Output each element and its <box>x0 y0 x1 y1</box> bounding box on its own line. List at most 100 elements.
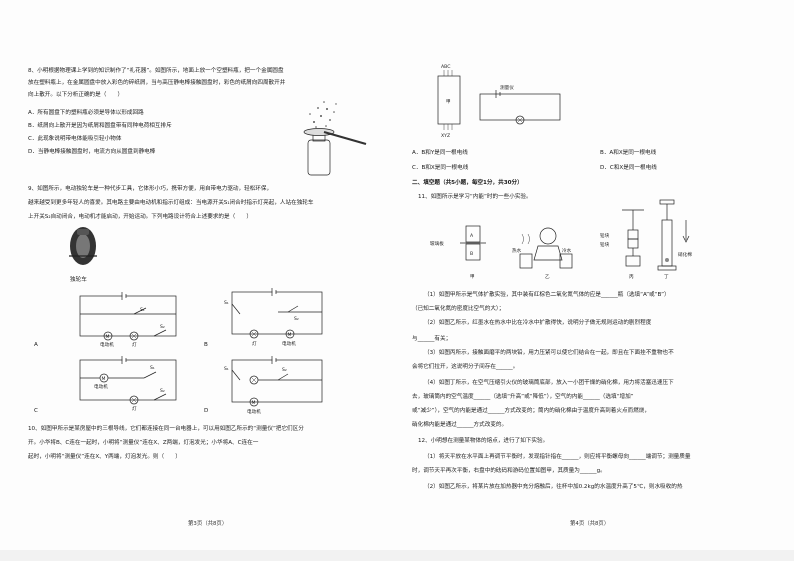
svg-text:丁: 丁 <box>664 274 669 280</box>
right-page-footer: 第4页（共8页） <box>570 521 610 527</box>
section-2-heading: 二、填空题（共5小题，每空1分，共30分） <box>412 180 523 186</box>
svg-text:XYZ: XYZ <box>441 133 450 139</box>
q8-option-b: B．纸屑向上散开是因为纸屑和圆盘带有同种电荷相互排斥 <box>28 123 172 129</box>
svg-text:测量仪: 测量仪 <box>500 84 514 91</box>
svg-text:电动机: 电动机 <box>282 340 296 347</box>
q11-part2-line2: 与______有关； <box>412 336 452 342</box>
svg-text:B: B <box>470 251 473 257</box>
svg-text:灯: 灯 <box>252 340 257 347</box>
q10-option-c: C．B和X是同一根电线 <box>412 165 469 171</box>
svg-text:乙: 乙 <box>545 273 550 280</box>
svg-text:电动机: 电动机 <box>247 408 261 415</box>
motor-symbol <box>285 329 295 339</box>
svg-text:M: M <box>102 376 106 382</box>
svg-text:S₂: S₂ <box>160 388 165 394</box>
left-page-footer: 第3页（共8页） <box>188 521 228 527</box>
q12-part1-line2: 时，调节天平再次平衡，右盘中的砝码和游码位置如图甲，其质量为______g。 <box>412 468 606 474</box>
svg-text:灯: 灯 <box>132 341 137 348</box>
tester-lamp <box>515 115 525 125</box>
switch-s1 <box>231 369 241 381</box>
q9-stem-line3: 上开关S₂自动闭合，电动机才能启动，开始运动。下列电路设计符合上述要求的是（ ） <box>28 214 252 220</box>
left-page: 8、小明根据物理课上学到的知识制作了“礼花器”。如图所示，地面上放一个空塑料瓶，… <box>28 0 393 540</box>
switch-s2 <box>153 393 167 401</box>
motor-symbol <box>249 397 259 407</box>
right-page: ABC 甲 XYZ 测量仪 A．B和Y是同一根电线 B．A和X是同一根电线 C．… <box>410 0 780 540</box>
svg-text:S₂: S₂ <box>294 316 299 322</box>
q11-figures: A B 玻璃板 甲 热水 冷水 乙 <box>430 199 692 280</box>
svg-text:铅块: 铅块 <box>600 232 610 239</box>
q11-part4-line1: （4）如图丁所示，在空气压缩引火仪的玻璃筒底部，放入一小团干燥的硝化棉，用力将活… <box>424 380 674 386</box>
figure-yi-water: 热水 冷水 乙 <box>512 227 573 280</box>
svg-text:S₂: S₂ <box>282 367 287 373</box>
q8-option-a: A．所有圆盘下的塑料瓶必须是导体以形成回路 <box>28 110 144 116</box>
svg-text:S₁: S₁ <box>224 300 229 306</box>
svg-text:S₁: S₁ <box>224 366 229 372</box>
q9-option-a-letter: A <box>34 342 38 348</box>
svg-text:硝化棉: 硝化棉 <box>678 251 692 258</box>
switch-s2 <box>287 305 299 313</box>
svg-text:玻璃板: 玻璃板 <box>430 240 444 247</box>
svg-text:S₂: S₂ <box>160 324 165 330</box>
svg-text:甲: 甲 <box>446 99 451 105</box>
circuit-b: M S₁ S₂ 灯 电动机 <box>224 288 323 347</box>
q11-part3-line1: （3）如图丙所示，接触面磨平的两块铅，用力压紧可以使它们结合在一起，即且在下面挂… <box>424 350 674 356</box>
circuit-d: M S₁ S₂ 电动机 <box>224 356 323 415</box>
wall-box <box>437 75 461 125</box>
q10-wires-figure: ABC 甲 XYZ 测量仪 <box>437 64 561 139</box>
svg-text:S₁: S₁ <box>140 307 145 313</box>
bottom-strip <box>0 550 794 561</box>
svg-text:电动机: 电动机 <box>94 383 108 390</box>
paper-scraps <box>309 101 337 128</box>
q11-part4-line4: 硝化棉内能是通过______方式改变的。 <box>412 422 508 428</box>
lamp-symbol <box>129 395 139 405</box>
unicycle-image <box>69 227 97 265</box>
plastic-bottle <box>307 139 331 176</box>
svg-text:M: M <box>288 332 292 338</box>
q12-part2-line1: （2）如图乙所示，将某片放在加热器中充分熔融后，往杯中加0.2kg的水温度升高了… <box>424 484 683 490</box>
q10-stem-line1: 10、如图甲所示是某房屋中的三根导线，它们都连接在同一台电器上，可以用如图乙所示… <box>28 426 304 432</box>
figure-ding-compression: 硝化棉 丁 <box>657 199 692 280</box>
unicycle-caption: 独轮车 <box>70 277 87 283</box>
svg-text:A: A <box>470 233 474 239</box>
q11-part1-line1: （1）如图甲所示是气体扩散实验，其中装有红棕色二氧化氮气体的应是______瓶（… <box>424 292 670 298</box>
q11-part1-line2: （已知二氧化氮的密度比空气的大）； <box>412 306 505 312</box>
svg-text:灯: 灯 <box>132 405 137 412</box>
q11-part3-line2: 会将它们拉开，这说明分子间存在______。 <box>412 364 519 370</box>
svg-text:热水: 热水 <box>512 247 522 254</box>
svg-text:M: M <box>106 334 110 340</box>
circuit-a: M S₁ S₂ 电动机 灯 <box>79 292 177 348</box>
lamp-symbol <box>249 329 259 339</box>
svg-text:铅块: 铅块 <box>600 241 610 248</box>
q12-stem: 12、小明想在测量某物体的熔点，进行了如下实验。 <box>418 438 549 444</box>
switch-s1 <box>133 307 147 315</box>
q9-option-b-letter: B <box>204 342 208 348</box>
switch-s1 <box>143 371 157 379</box>
q9-option-c-letter: C <box>34 408 38 414</box>
svg-text:电动机: 电动机 <box>100 341 114 348</box>
q11-stem: 11、如图所示是学习“内能”时的一些小实验。 <box>418 194 532 200</box>
q8-stem-line2: 放在塑料瓶上，在金属圆盘中放入彩色的碎纸屑，当与高压静电棒接触圆盘时，彩色的纸屑… <box>28 80 286 86</box>
q11-part2-line1: （2）如图乙所示，红墨水在热水中比在冷水中扩散得快，说明分子做无规则运动的剧烈程… <box>424 320 652 326</box>
svg-text:ABC: ABC <box>441 64 450 70</box>
figure-jia-gas-diffusion: A B 玻璃板 甲 <box>430 225 486 280</box>
q8-stem-line3: 向上散开。以下分析正确的是（ ） <box>28 92 124 98</box>
q9-stem-line1: 9、如图所示，电动独轮车是一种代步工具，它体形小巧，携带方便，用自带电力驱动，轻… <box>28 186 273 192</box>
lamp-symbol <box>129 331 139 341</box>
q8-option-c: C．此现象说明带电体能吸引轻小物体 <box>28 136 122 142</box>
svg-text:丙: 丙 <box>629 274 634 280</box>
q10-option-a: A．B和Y是同一根电线 <box>412 150 468 156</box>
q8-option-d: D．当静电棒接触圆盘时，电流方向从圆盘到静电棒 <box>28 149 156 155</box>
switch-s2 <box>277 373 289 381</box>
static-wand <box>323 130 367 146</box>
switch-s2 <box>153 329 167 337</box>
q8-fireworks-figure <box>303 101 367 176</box>
q9-option-d-letter: D <box>204 408 209 414</box>
q10-stem-line2: 开。小华将B、C连在一起时，小明将“测量仪”连在X、Z两端，灯泡发光；小华将A、… <box>28 440 259 446</box>
q11-part4-line3: 或“减少”），空气的内能是通过______方式改变的；筒内的硝化棉由于温度升高到… <box>412 408 650 414</box>
q10-option-d: D．C和X是同一根电线 <box>600 165 657 171</box>
motor-symbol <box>103 331 113 341</box>
figure-bing-lead: 铅块 铅块 丙 <box>600 209 644 280</box>
q8-stem-line1: 8、小明根据物理课上学到的知识制作了“礼花器”。如图所示，地面上放一个空塑料瓶，… <box>28 68 284 74</box>
svg-text:M: M <box>252 400 256 406</box>
circuit-c: M S₁ S₂ 电动机 灯 <box>79 356 177 412</box>
